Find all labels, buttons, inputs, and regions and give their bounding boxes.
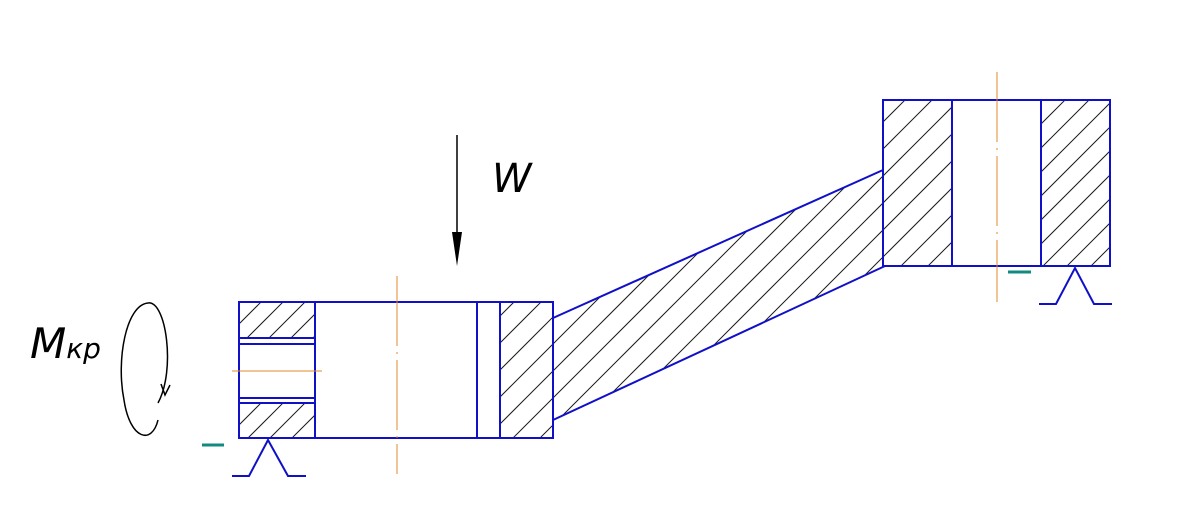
- hatch-line: [269, 403, 306, 438]
- hatch-left-top: [239, 302, 371, 338]
- hatch-line: [566, 100, 906, 438]
- hatch-line: [247, 403, 284, 438]
- hatch-line: [268, 302, 306, 338]
- torque-symbol: [120, 302, 171, 437]
- hatch-line: [539, 100, 879, 438]
- torque-arrow-head-icon: [160, 383, 171, 397]
- hatch-line: [1041, 100, 1042, 101]
- left-hub-outline: [238, 301, 554, 439]
- hatch-line: [500, 100, 690, 438]
- hatch-line: [239, 302, 240, 303]
- hatch-line: [944, 100, 952, 438]
- hatch-line: [1161, 100, 1185, 438]
- hatch-line: [728, 100, 952, 438]
- hatch-line: [500, 100, 663, 438]
- hatch-line: [239, 403, 240, 404]
- hatch-line: [500, 100, 798, 438]
- hatch-line: [500, 100, 582, 438]
- hatch-line: [755, 100, 952, 438]
- hatch-right-hub: [1041, 100, 1185, 266]
- hatch-line: [1090, 246, 1110, 266]
- hatch-line: [647, 100, 952, 438]
- hatch-line: [972, 100, 1185, 438]
- hatch-line: [1139, 100, 1185, 266]
- hatch-line: [1041, 126, 1110, 197]
- centerlines: [232, 72, 998, 474]
- hatch-line: [500, 100, 744, 438]
- force-arrow: [452, 135, 462, 266]
- hatch-line: [1041, 150, 1110, 221]
- hatch-line: [1026, 100, 1185, 438]
- hatch-line: [1042, 198, 1110, 266]
- hatch-line: [1115, 100, 1185, 266]
- hatch-line: [291, 414, 315, 438]
- arm-upper-edge: [552, 100, 884, 320]
- hatch-line: [336, 403, 371, 438]
- hatch-line: [701, 100, 952, 438]
- hatch-line: [1134, 100, 1185, 438]
- hatch-line: [500, 100, 636, 438]
- part-outline: [232, 99, 1112, 477]
- left-support-symbol: [232, 437, 306, 477]
- hatch-line: [500, 100, 771, 438]
- torque-label-subscript: кр: [66, 332, 101, 365]
- hatch-line: [999, 100, 1185, 438]
- hatch-line: [1163, 100, 1185, 266]
- hatch-line: [809, 100, 952, 438]
- hatch-line: [246, 302, 284, 338]
- arrow-head-icon: [452, 232, 462, 266]
- hatch-line: [836, 100, 952, 438]
- arm-lower-edge: [552, 265, 886, 438]
- torque-rotation-icon: [120, 302, 169, 437]
- hatch-line: [593, 100, 933, 438]
- hatch-line: [1041, 102, 1110, 173]
- hatch-line: [1107, 100, 1185, 438]
- hatch-line: [500, 100, 555, 438]
- hatch-line: [1041, 174, 1110, 245]
- hatch-line: [1041, 100, 1090, 149]
- hatch-line: [239, 403, 262, 426]
- hatch-line: [500, 100, 609, 438]
- hatch-line: [917, 100, 952, 438]
- torque-label: Mкр: [30, 319, 101, 368]
- datum-marks: [202, 270, 1031, 447]
- hatch-left-bottom: [239, 403, 371, 438]
- hatch-line: [335, 302, 371, 338]
- hatch-line: [674, 100, 952, 438]
- hatch-line: [1053, 100, 1185, 438]
- hatch-line: [313, 436, 315, 438]
- hatch-line: [512, 100, 852, 438]
- right-support-symbol: [1039, 265, 1112, 305]
- hatch-line: [500, 100, 501, 438]
- force-label: W: [492, 156, 533, 202]
- hatch-line: [500, 100, 825, 438]
- hatch-line: [500, 100, 717, 438]
- torque-label-main: M: [30, 319, 66, 368]
- hatch-line: [239, 302, 262, 325]
- hatch-line: [1080, 100, 1185, 438]
- hatch-line: [1066, 222, 1110, 266]
- hatch-line: [620, 100, 952, 438]
- hatch-line: [863, 100, 952, 438]
- hatch-line: [290, 313, 315, 338]
- hatch-line: [312, 335, 315, 338]
